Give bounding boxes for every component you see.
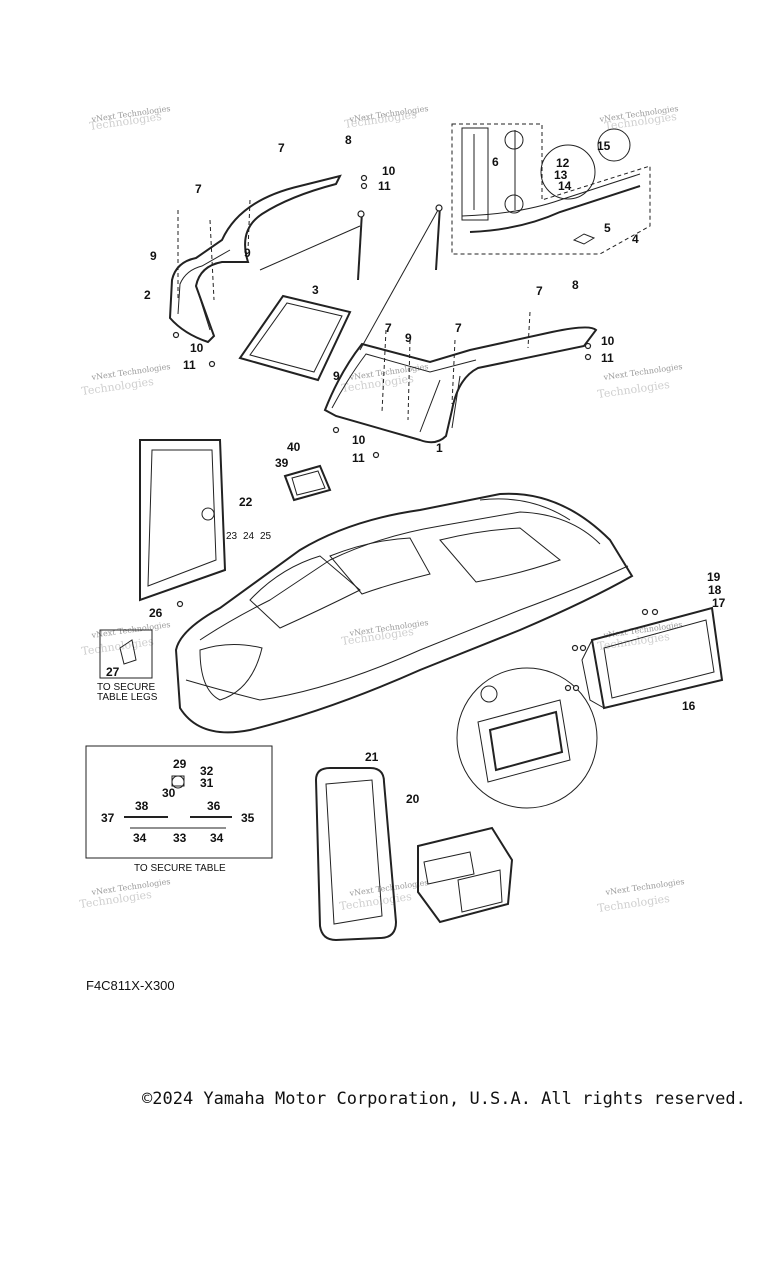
watermark-text: vNext Technologies	[602, 362, 683, 382]
callout-29: 29	[173, 757, 187, 771]
callout-9: 9	[244, 246, 251, 260]
note-secure-table: TO SECURE TABLE	[134, 863, 226, 874]
detail-box-top-right	[451, 123, 651, 255]
callout-8: 8	[345, 133, 352, 147]
part-21-panel	[314, 767, 398, 942]
leader-line	[259, 225, 361, 271]
copyright-notice: ©2024 Yamaha Motor Corporation, U.S.A. A…	[142, 1089, 746, 1109]
callout-7: 7	[278, 141, 285, 155]
callout-10: 10	[382, 164, 396, 178]
callout-9: 9	[333, 369, 340, 383]
callout-group: 1 2 3 4 5 6 7 7 7 7 7 8 8 9 9 9 9 10 10 …	[101, 133, 726, 845]
part-2-windshield-left	[168, 174, 342, 344]
callout-7: 7	[195, 182, 202, 196]
callout-25: 25	[260, 531, 272, 542]
callout-8: 8	[572, 278, 579, 292]
callout-7: 7	[536, 284, 543, 298]
callout-11: 11	[352, 451, 365, 465]
callout-11: 11	[601, 351, 614, 365]
part-27-box	[99, 629, 153, 679]
part-39-cup-holder	[283, 464, 332, 502]
callout-35: 35	[241, 811, 255, 825]
part-1-windshield-right	[323, 311, 598, 444]
callout-10: 10	[601, 334, 615, 348]
callout-2: 2	[144, 288, 151, 302]
callout-20: 20	[406, 792, 420, 806]
callout-34: 34	[210, 831, 224, 845]
part-3-window-panel	[238, 294, 352, 382]
callout-14: 14	[558, 179, 572, 193]
callout-33: 33	[173, 831, 187, 845]
callout-24: 24	[243, 531, 255, 542]
part-22-hatch-lid	[139, 439, 227, 602]
callout-3: 3	[312, 283, 319, 297]
callout-1: 1	[436, 441, 443, 455]
callout-15: 15	[597, 139, 611, 153]
callout-21: 21	[365, 750, 379, 764]
detail-circle	[456, 667, 598, 809]
watermark-text: vNext Technologies	[604, 877, 685, 897]
callout-38: 38	[135, 799, 149, 813]
table-detail-box	[85, 745, 273, 859]
callout-11: 11	[183, 358, 196, 372]
leader-line	[359, 209, 439, 351]
callout-5: 5	[604, 221, 611, 235]
strut-right	[435, 204, 443, 271]
callout-7: 7	[385, 321, 392, 335]
callout-13: 13	[554, 168, 568, 182]
part-20-cabinet	[417, 826, 514, 924]
callout-17: 17	[712, 596, 726, 610]
callout-6: 6	[492, 155, 499, 169]
strut-left	[357, 210, 365, 281]
callout-12: 12	[556, 156, 570, 170]
callout-10: 10	[352, 433, 366, 447]
callout-27: 27	[106, 665, 120, 679]
callout-32: 32	[200, 764, 214, 778]
callout-30: 30	[162, 786, 176, 800]
callout-39: 39	[275, 456, 289, 470]
callout-16: 16	[682, 699, 696, 713]
fastener-group	[172, 174, 659, 692]
callout-19: 19	[707, 570, 721, 584]
callout-40: 40	[287, 440, 301, 454]
callout-34: 34	[133, 831, 147, 845]
boat-hull	[174, 492, 634, 734]
note-table-legs-line1: TO SECURE	[97, 682, 155, 693]
callout-9: 9	[405, 331, 412, 345]
note-table-legs-line2: TABLE LEGS	[97, 692, 158, 703]
note-group: TO SECURE TABLE LEGS TO SECURE TABLE	[97, 682, 226, 874]
callout-23: 23	[226, 531, 238, 542]
callout-18: 18	[708, 583, 722, 597]
callout-22: 22	[239, 495, 253, 509]
callout-37: 37	[101, 811, 115, 825]
callout-31: 31	[200, 776, 214, 790]
callout-4: 4	[632, 232, 639, 246]
figure-code: F4C811X-X300	[86, 978, 175, 993]
part-16-storage-box	[581, 606, 724, 710]
callout-10: 10	[190, 341, 204, 355]
callout-36: 36	[207, 799, 221, 813]
callout-26: 26	[149, 606, 163, 620]
callout-11: 11	[378, 179, 391, 193]
callout-7: 7	[455, 321, 462, 335]
callout-9: 9	[150, 249, 157, 263]
